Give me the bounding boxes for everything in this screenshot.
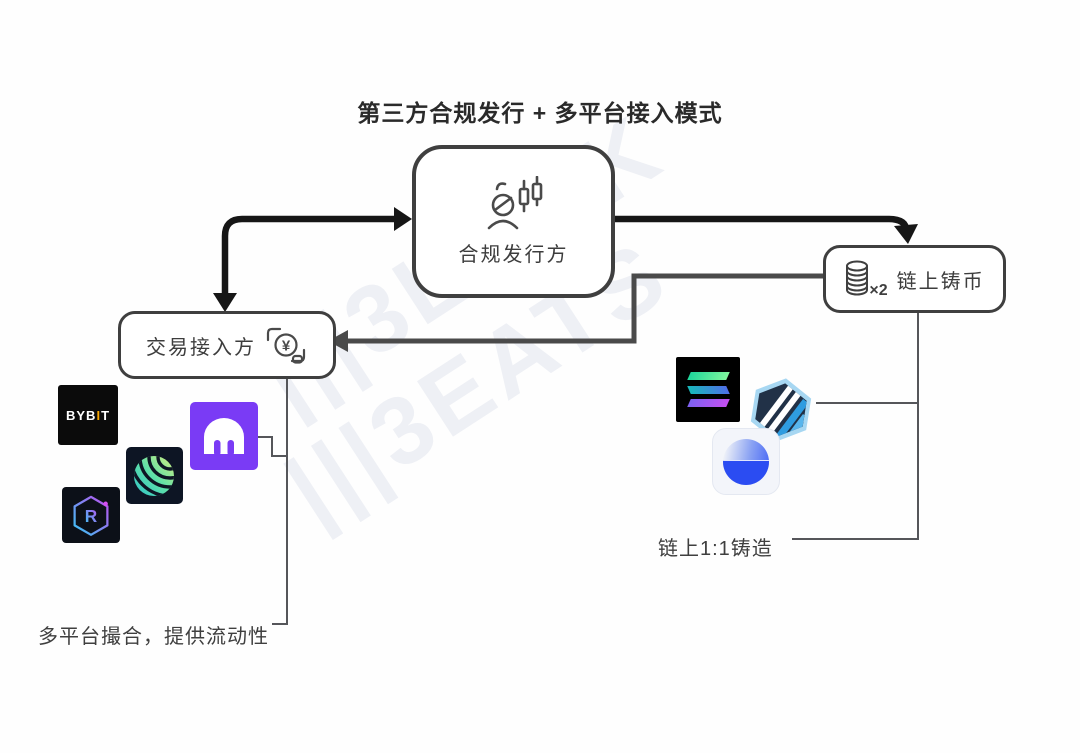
currency-exchange-icon: ¥ — [266, 327, 306, 364]
blue-circle-logo — [712, 428, 780, 495]
arrow-issuer-to-mint — [607, 215, 918, 244]
mint-note: 链上1:1铸造 — [658, 538, 773, 560]
solana-bar-middle — [687, 385, 730, 394]
striped-sphere-logo — [126, 447, 183, 504]
blue-circle-top-half — [723, 438, 769, 461]
arrowhead-down-right — [894, 224, 918, 244]
access-note: 多平台撮合，提供流动性 — [38, 626, 269, 648]
arbitrum-logo — [748, 374, 816, 446]
coin-stack-icon: ×2 — [844, 259, 888, 299]
arrow-issuer-access — [213, 207, 412, 312]
line-access-to-note — [272, 374, 288, 625]
node-issuer: 合规发行方 — [412, 145, 615, 298]
bybit-text: BYB — [65, 407, 97, 423]
diagram-title: 第三方合规发行 + 多平台接入模式 — [357, 100, 723, 126]
solana-logo — [676, 357, 740, 422]
r-hexagon-logo: R — [62, 487, 120, 543]
line-mint-to-note — [792, 307, 919, 540]
solana-bar-top — [687, 372, 730, 380]
kraken-icon — [204, 418, 244, 456]
arrowhead-down — [213, 293, 237, 312]
blue-circle-icon — [723, 438, 769, 485]
r-hex-letter: R — [85, 506, 98, 526]
trader-person-icon — [487, 176, 542, 230]
r-hexagon-icon: R — [73, 495, 109, 536]
arrow-mint-to-access — [328, 273, 823, 352]
issuer-label: 合规发行方 — [458, 244, 569, 266]
mint-multiplier: ×2 — [869, 282, 888, 299]
node-access: 交易接入方 ¥ — [118, 311, 336, 379]
svg-text:¥: ¥ — [282, 338, 291, 355]
blue-circle-bottom-half — [723, 460, 769, 485]
node-mint: ×2 链上铸币 — [823, 245, 1006, 313]
mint-label: 链上铸币 — [896, 270, 985, 293]
bybit-text-accent: I — [96, 407, 102, 423]
kraken-logo — [190, 402, 258, 470]
arbitrum-icon — [750, 378, 812, 442]
access-label: 交易接入方 — [146, 336, 256, 359]
arrowhead-left — [328, 330, 348, 352]
solana-bar-bottom — [687, 399, 730, 407]
striped-sphere-icon — [134, 456, 174, 496]
bybit-text-end: T — [101, 407, 111, 423]
line-kraken-branch — [258, 436, 287, 457]
arrowhead-right — [394, 207, 412, 231]
